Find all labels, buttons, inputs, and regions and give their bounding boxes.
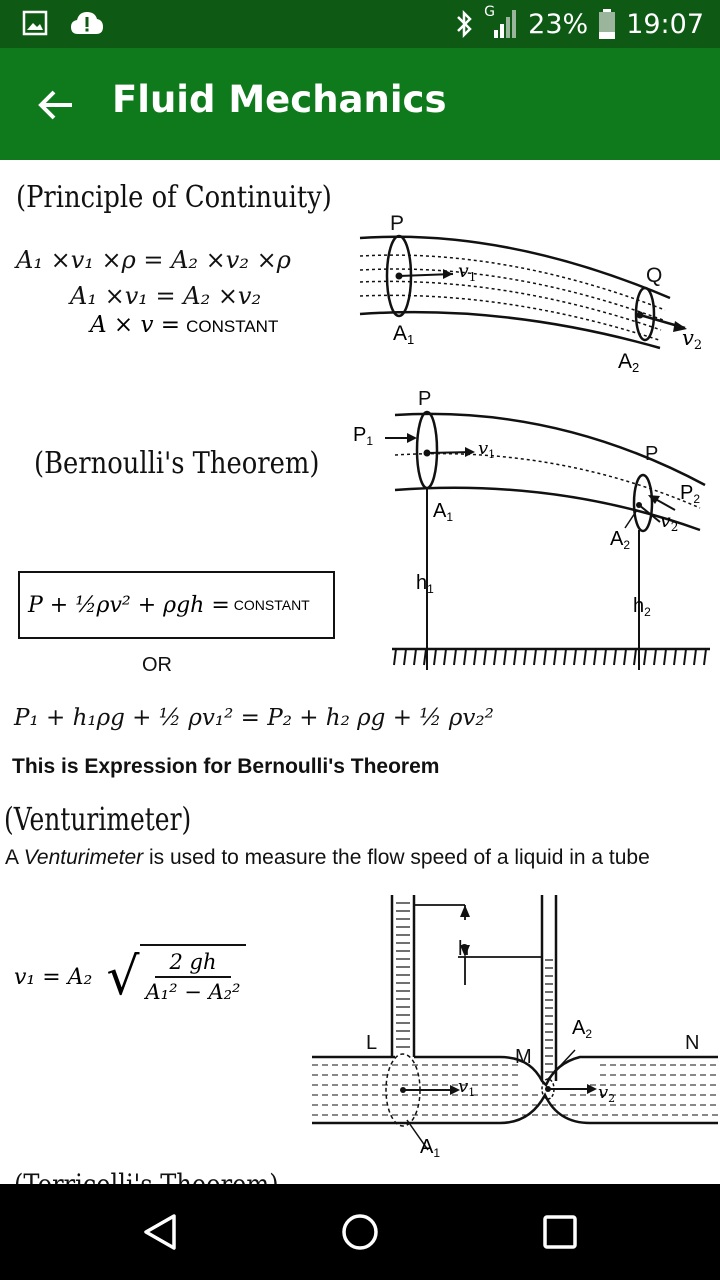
bernoulli-label-p1: P1 — [353, 424, 374, 449]
bernoulli-boxed-equation-constant: CONSTANT — [233, 597, 310, 613]
back-arrow-icon[interactable] — [36, 85, 76, 125]
venturi-label-m: M — [515, 1046, 532, 1068]
gallery-notification-icon — [22, 10, 48, 36]
venturi-diagram — [312, 895, 720, 1151]
continuity-label-a1: A1 — [393, 322, 415, 348]
venturi-equation-lhs: v₁ = A₂ — [14, 964, 93, 990]
bernoulli-caption: This is Expression for Bernoulli's Theor… — [12, 755, 440, 778]
navigation-bar — [0, 1184, 720, 1280]
bernoulli-heading: (Bernoulli's Theorem) — [34, 446, 320, 481]
bernoulli-boxed-equation: P + ½ρv² + ρgh = CONSTANT — [18, 571, 335, 639]
continuity-equation-3-lhs: A × v = — [90, 312, 181, 338]
venturi-equation-numerator: 2 gh — [155, 950, 231, 978]
continuity-label-v2: v2 — [682, 326, 703, 354]
venturi-label-v2: v2 — [598, 1082, 616, 1106]
app-bar: Fluid Mechanics — [0, 48, 720, 160]
continuity-equation-1: A₁ ×v₁ ×ρ = A₂ ×v₂ ×ρ — [16, 246, 291, 274]
continuity-equation-3-rhs: CONSTANT — [186, 317, 279, 336]
bernoulli-label-v1: v1 — [478, 438, 496, 462]
torricelli-heading: (Torricelli's Theorem) — [14, 1168, 279, 1184]
or-label: OR — [142, 654, 172, 676]
venturi-label-a2: A2 — [572, 1017, 593, 1042]
venturi-heading: (Venturimeter) — [4, 800, 192, 838]
page-title: Fluid Mechanics — [112, 78, 447, 121]
bernoulli-label-p-right: P — [645, 443, 659, 465]
bernoulli-label-a2: A2 — [610, 528, 631, 553]
ground-hatching — [392, 647, 710, 666]
continuity-label-q: Q — [646, 264, 663, 287]
venturi-label-v1: v1 — [458, 1076, 476, 1100]
signal-icon: G — [484, 4, 518, 40]
signal-type-label: G — [484, 4, 496, 20]
bernoulli-label-h1: h1 — [416, 572, 434, 597]
continuity-equation-2: A₁ ×v₁ = A₂ ×v₂ — [70, 282, 262, 310]
continuity-diagram — [359, 234, 687, 350]
bernoulli-label-v2: v2 — [660, 510, 679, 535]
venturi-description: A Venturimeter is used to measure the fl… — [5, 846, 650, 869]
clock: 19:07 — [626, 8, 704, 40]
continuity-label-p: P — [390, 212, 405, 235]
bernoulli-label-a1: A1 — [433, 500, 454, 525]
venturi-equation: v₁ = A₂ √ 2 gh A₁² − A₂² — [14, 944, 247, 1004]
battery-percentage: 23% — [528, 8, 589, 40]
continuity-label-a2: A2 — [618, 350, 640, 376]
venturi-label-n: N — [685, 1032, 700, 1054]
bluetooth-icon — [457, 9, 472, 39]
bernoulli-diagram — [385, 410, 706, 670]
bernoulli-boxed-equation-expr: P + ½ρv² + ρgh = — [28, 592, 230, 618]
nav-home-icon[interactable] — [340, 1212, 380, 1252]
continuity-equation-3: A × v = CONSTANT — [90, 312, 278, 338]
nav-back-icon[interactable] — [140, 1212, 180, 1252]
bernoulli-label-p-top: P — [418, 388, 432, 410]
bernoulli-long-equation: P₁ + h₁ρg + ½ ρv₁² = P₂ + h₂ ρg + ½ ρv₂² — [14, 705, 494, 731]
venturi-label-a1: A1 — [420, 1136, 441, 1161]
continuity-label-v1: v1 — [458, 260, 477, 285]
continuity-heading: (Principle of Continuity) — [16, 180, 332, 215]
venturi-equation-denominator: A₁² − A₂² — [145, 980, 241, 1004]
bernoulli-label-h2: h2 — [633, 595, 651, 620]
battery-icon — [599, 9, 616, 39]
nav-recents-icon[interactable] — [542, 1214, 578, 1250]
alert-cloud-icon — [71, 12, 103, 34]
content-image-view[interactable]: (Principle of Continuity) A₁ ×v₁ ×ρ = A₂… — [0, 160, 720, 1184]
bernoulli-label-p2: P2 — [680, 482, 701, 507]
venturi-label-l: L — [366, 1032, 378, 1054]
venturi-label-h: h — [458, 938, 470, 960]
status-bar: G 23% 19:07 — [0, 0, 720, 48]
